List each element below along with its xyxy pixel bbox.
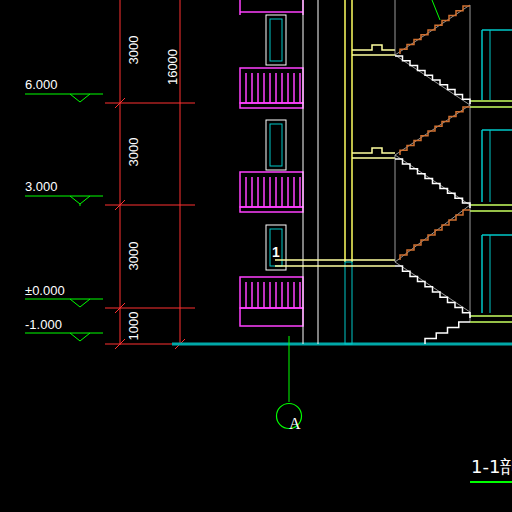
baluster: [287, 177, 289, 207]
baluster: [263, 73, 265, 103]
baluster: [275, 177, 277, 207]
stair-flight: [400, 107, 470, 155]
baluster: [281, 73, 283, 103]
elevation: 3.000: [25, 180, 58, 193]
baluster: [293, 73, 295, 103]
dimension: 1000: [127, 312, 140, 341]
stair-flight: [425, 322, 470, 344]
baluster: [287, 282, 289, 308]
baluster: [251, 73, 253, 103]
baluster: [275, 73, 277, 103]
dimension: 3000: [127, 242, 140, 271]
elevation: 6.000: [25, 78, 58, 91]
stair-flight: [400, 210, 470, 260]
baluster: [293, 282, 295, 308]
baluster: [281, 282, 283, 308]
elevation: ±0.000: [25, 284, 65, 297]
baluster: [269, 73, 271, 103]
baluster: [269, 282, 271, 308]
stair-flight: [400, 6, 470, 54]
axis-label: A: [289, 416, 301, 432]
baluster: [299, 282, 301, 308]
baluster: [263, 177, 265, 207]
dimension: 3000: [127, 36, 140, 65]
baluster: [251, 282, 253, 308]
drawing-title: 1-1剖: [471, 458, 512, 476]
elevation: -1.000: [25, 318, 62, 331]
baluster: [299, 177, 301, 207]
baluster: [245, 177, 247, 207]
axis-bubble: A: [275, 402, 303, 430]
callout-number: 1: [272, 245, 280, 259]
baluster: [299, 73, 301, 103]
baluster: [257, 177, 259, 207]
baluster: [245, 73, 247, 103]
stair-flight: [395, 159, 470, 208]
baluster: [269, 177, 271, 207]
stair-flight: [395, 56, 470, 104]
dimension: 3000: [127, 138, 140, 167]
baluster: [275, 282, 277, 308]
stair-flight: [395, 266, 470, 318]
baluster: [257, 73, 259, 103]
baluster: [251, 177, 253, 207]
baluster: [245, 282, 247, 308]
baluster: [293, 177, 295, 207]
baluster: [257, 282, 259, 308]
baluster: [281, 177, 283, 207]
dimension: 16000: [166, 49, 179, 85]
baluster: [287, 73, 289, 103]
baluster: [263, 282, 265, 308]
